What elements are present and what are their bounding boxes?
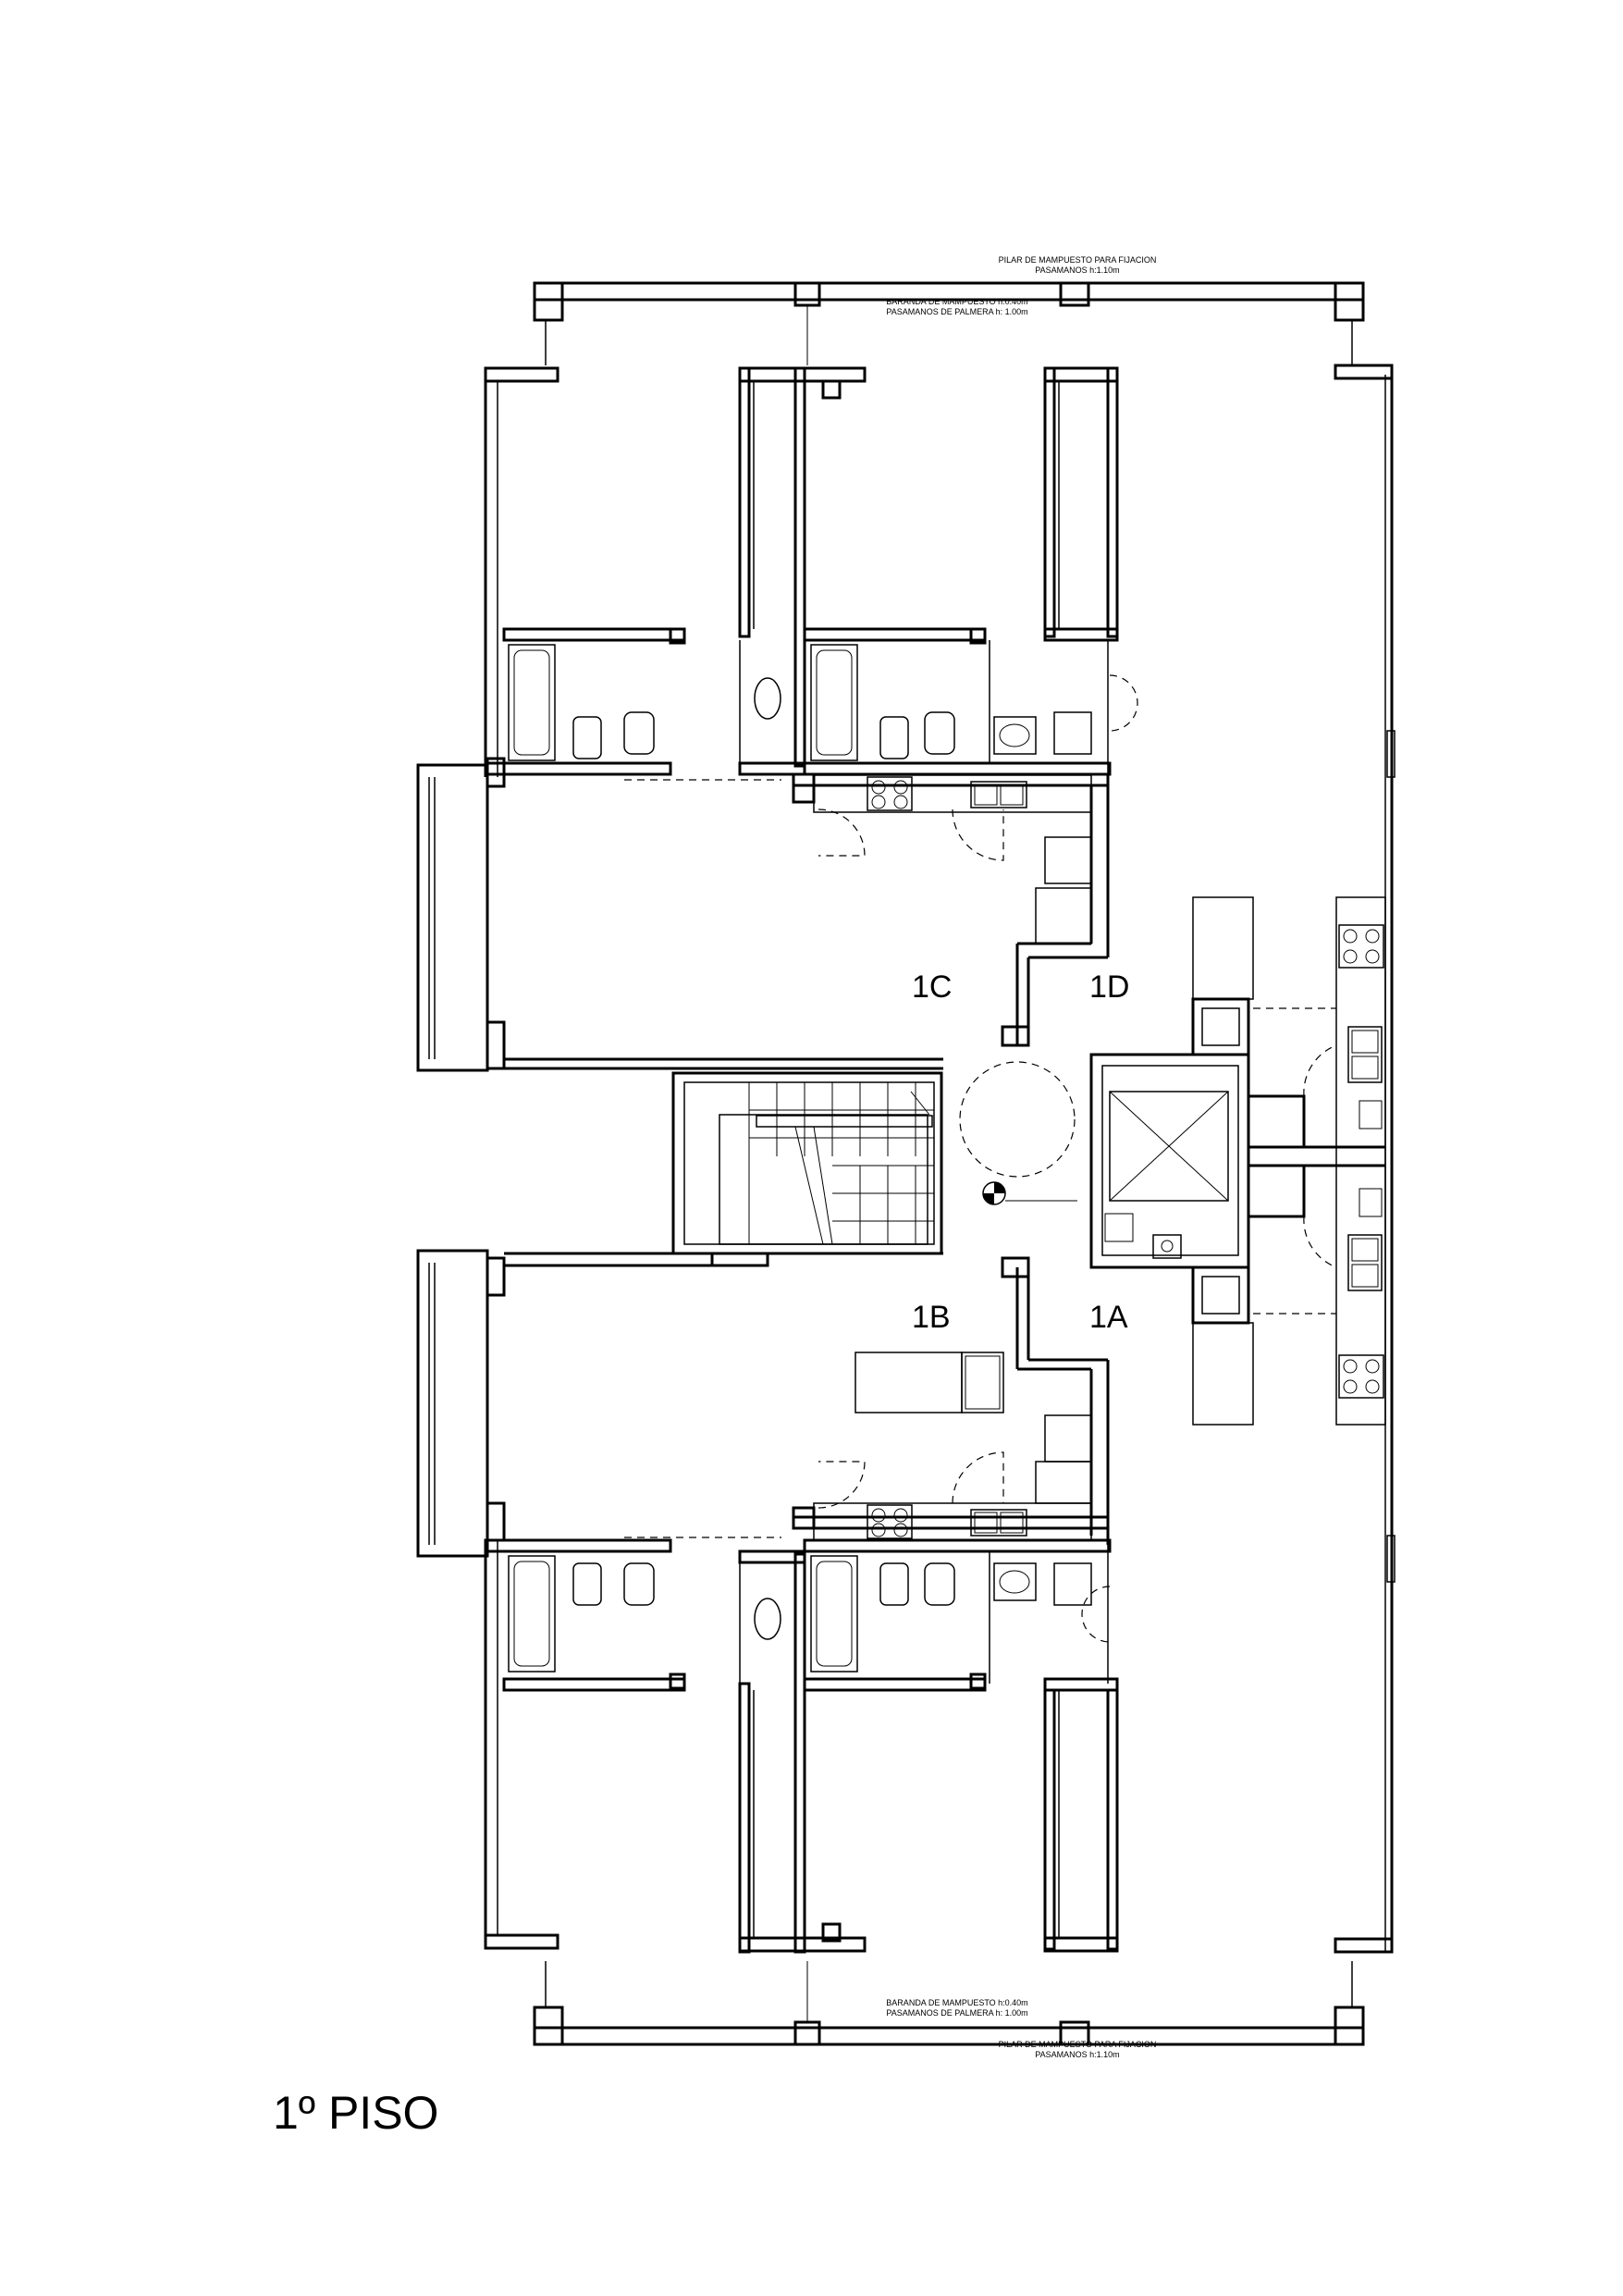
bathtub-icon [508,644,858,1673]
bottom-railing-note-line2: PASAMANOS DE PALMERA h: 1.00m [886,2008,1028,2018]
sheet-title: 1º PISO [273,2087,439,2139]
top-railing-note-line1: BARANDA DE MAMPUESTO h:0.40m [886,297,1028,306]
bottom-railing-note: BARANDA DE MAMPUESTO h:0.40m PASAMANOS D… [886,1998,1027,2018]
level-marker-icon [982,1181,1077,1205]
kitchen-sink-icon [1347,1026,1383,1291]
walls-upper [484,366,1119,1070]
kitchen-counters [813,774,1092,1541]
service-core [1191,896,1386,1426]
cooktop-icon [1338,924,1384,1399]
top-railing-note: BARANDA DE MAMPUESTO h:0.40m PASAMANOS D… [886,297,1027,317]
walls-lower [484,1252,1119,1954]
unit-label-1d: 1D [1089,969,1130,1005]
bottom-railing-note-line1: BARANDA DE MAMPUESTO h:0.40m [886,1998,1028,2007]
top-pillar-note-line1: PILAR DE MAMPUESTO PARA FIJACION [998,255,1157,265]
outer-perimeter [484,281,1396,2046]
staircase-icon [671,1071,943,1255]
bottom-pillar-note: PILAR DE MAMPUESTO PARA FIJACION PASAMAN… [999,2040,1157,2060]
elevator-shaft-icon [1089,1053,1250,1269]
unit-label-1b: 1B [912,1300,951,1335]
bottom-pillar-note-line2: PASAMANOS h:1.10m [1035,2050,1120,2059]
toilet-icon [572,711,955,1606]
hall-turning-circle [959,1061,1076,1178]
bottom-pillar-note-line1: PILAR DE MAMPUESTO PARA FIJACION [998,2040,1157,2049]
top-pillar-note: PILAR DE MAMPUESTO PARA FIJACION PASAMAN… [999,255,1157,276]
unit-label-1c: 1C [912,969,953,1005]
door-swings [624,674,1337,1643]
bay-windows [416,757,506,1558]
top-railing-note-line2: PASAMANOS DE PALMERA h: 1.00m [886,307,1028,316]
washbasin-icon [754,677,1092,1640]
top-pillar-note-line2: PASAMANOS h:1.10m [1035,265,1120,275]
unit-label-1a: 1A [1089,1300,1128,1335]
